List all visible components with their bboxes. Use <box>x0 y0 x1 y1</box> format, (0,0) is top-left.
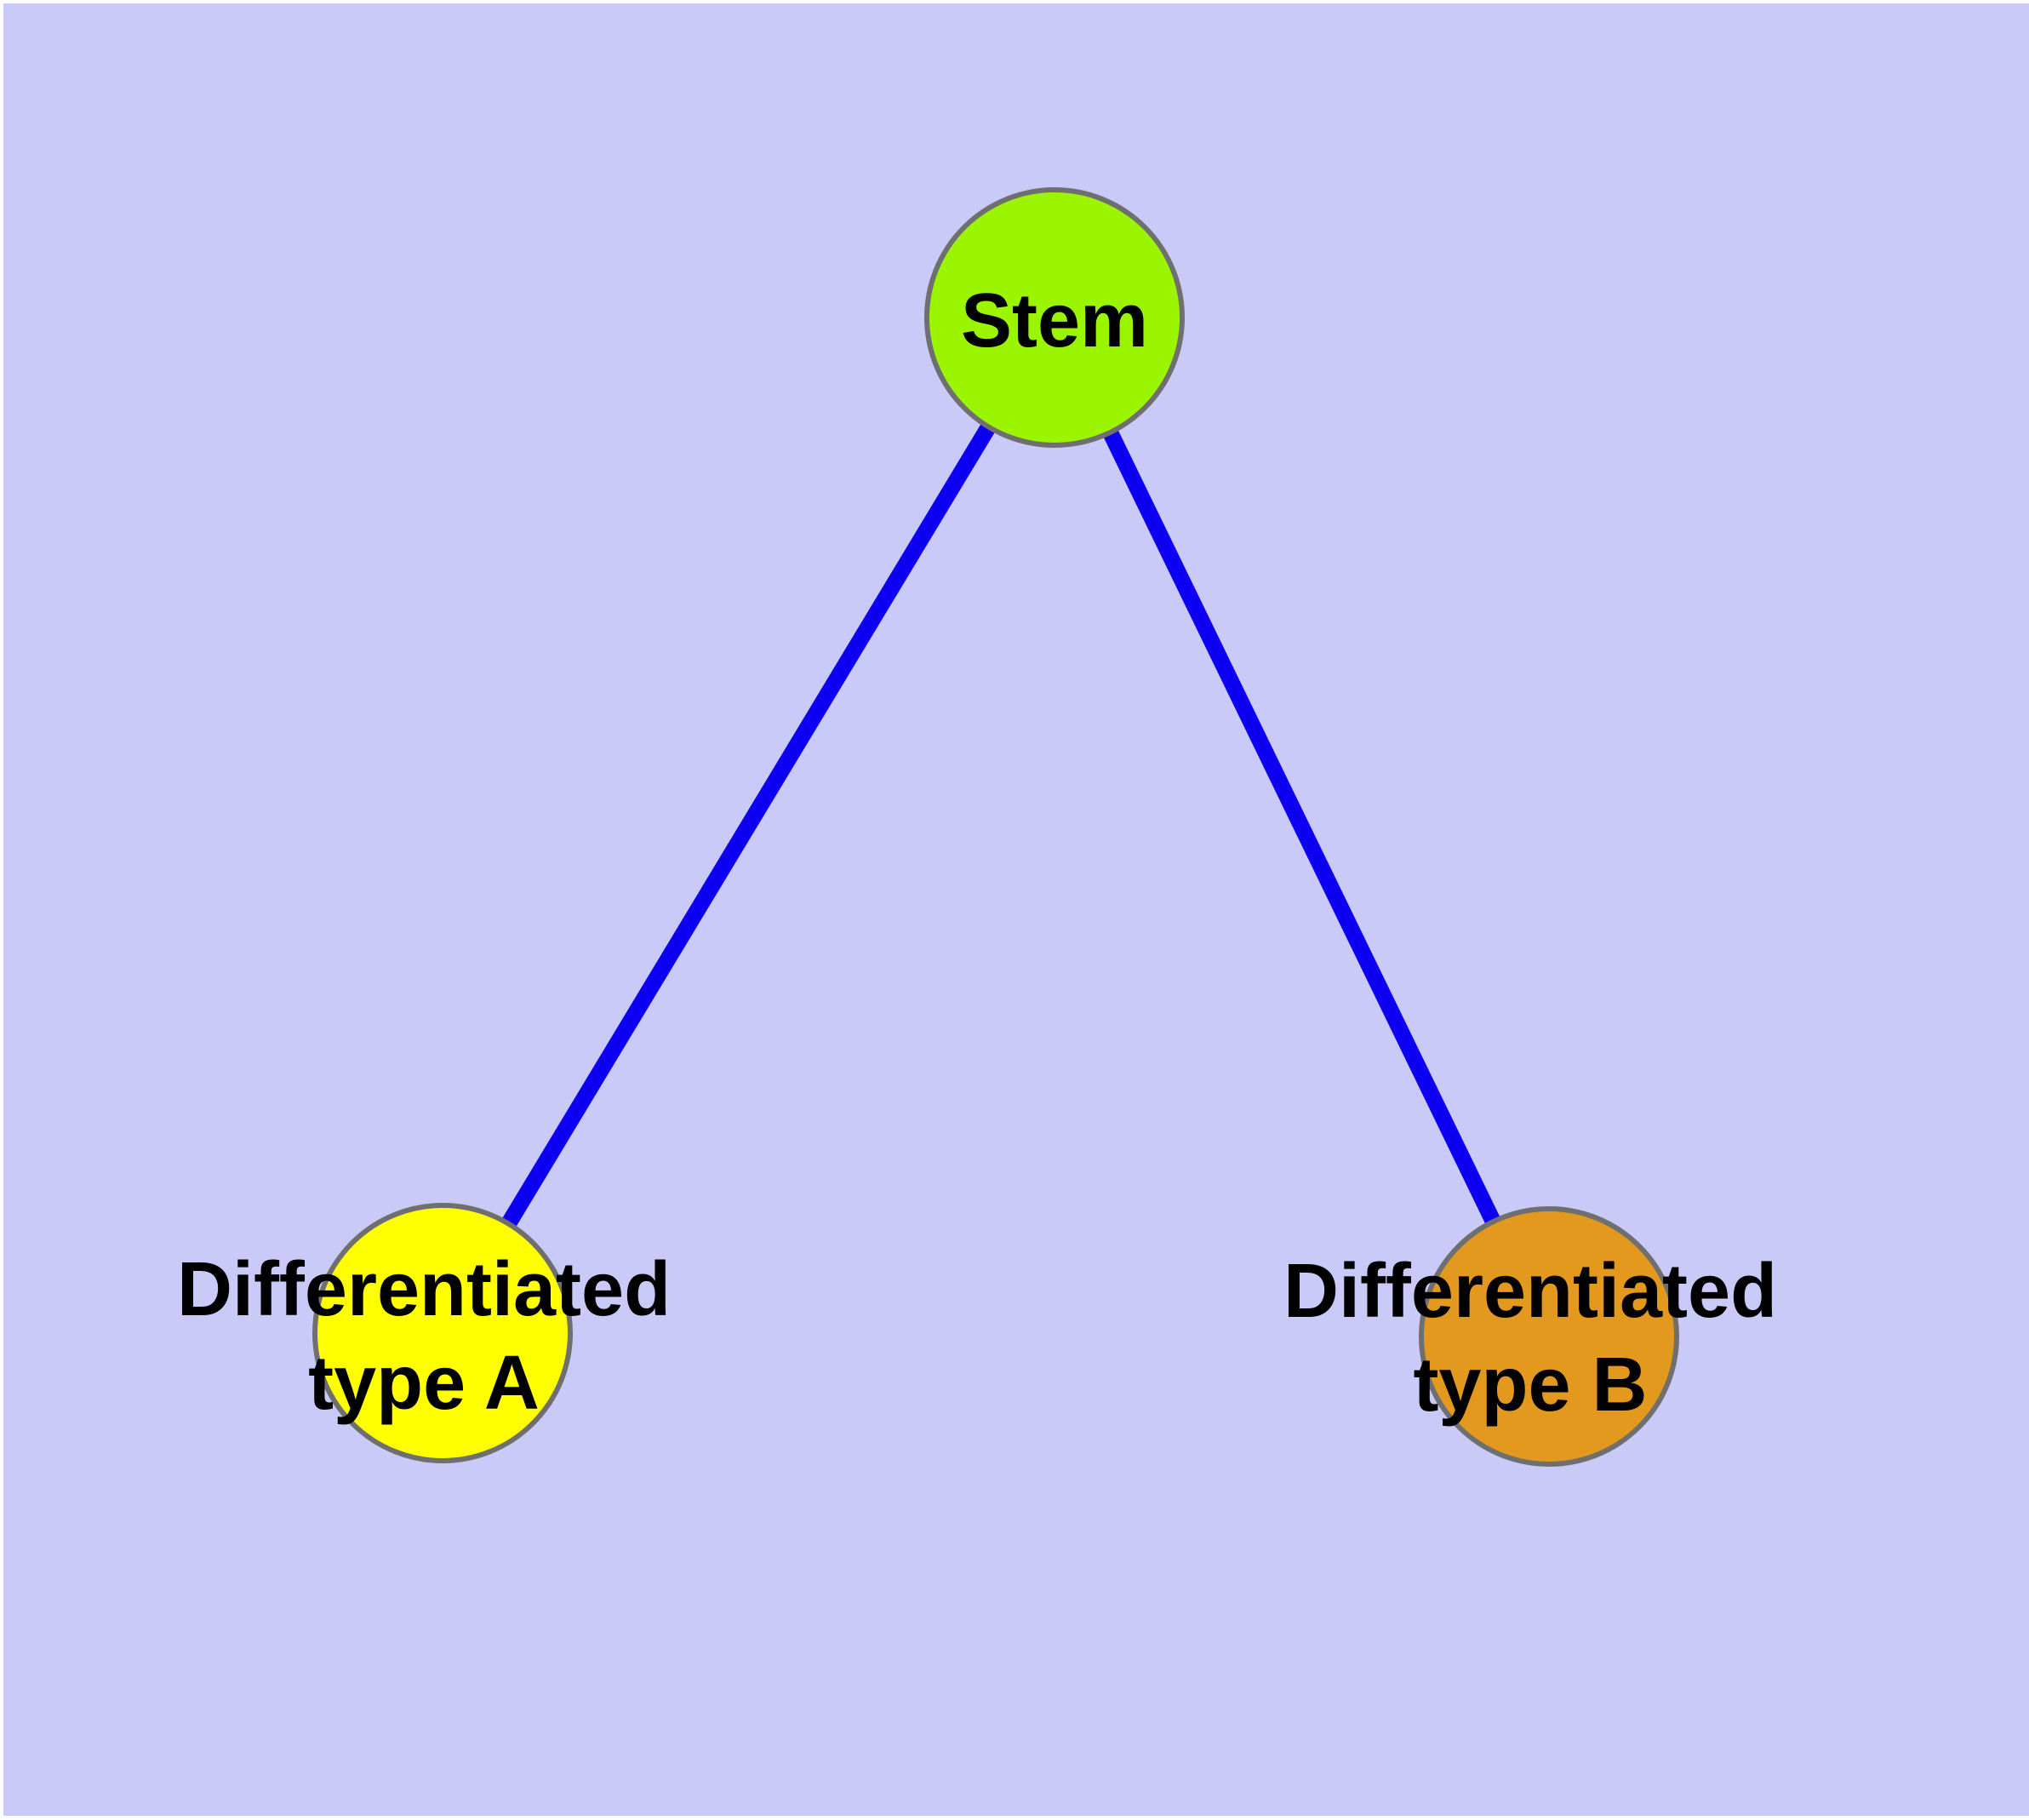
node-type-b-circle <box>1419 1206 1679 1467</box>
node-type-b-label-line1: Differentiated <box>1283 1249 1778 1334</box>
node-type-a-label: Differentiated type A <box>177 1243 671 1430</box>
edge-stem-to-type-b <box>1047 313 1557 1341</box>
node-stem-label-text: Stem <box>960 278 1149 363</box>
node-stem-label: Stem <box>961 274 1148 368</box>
node-type-a-label-line2: type A <box>308 1341 540 1426</box>
edge-stem-to-type-a <box>435 313 1062 1337</box>
node-type-a-circle <box>312 1203 573 1463</box>
node-stem-circle <box>924 187 1185 448</box>
node-type-b-label-line2: type B <box>1413 1342 1648 1428</box>
node-type-a-label-line1: Differentiated <box>176 1247 672 1332</box>
node-type-b-label: Differentiated type B <box>1283 1245 1777 1432</box>
